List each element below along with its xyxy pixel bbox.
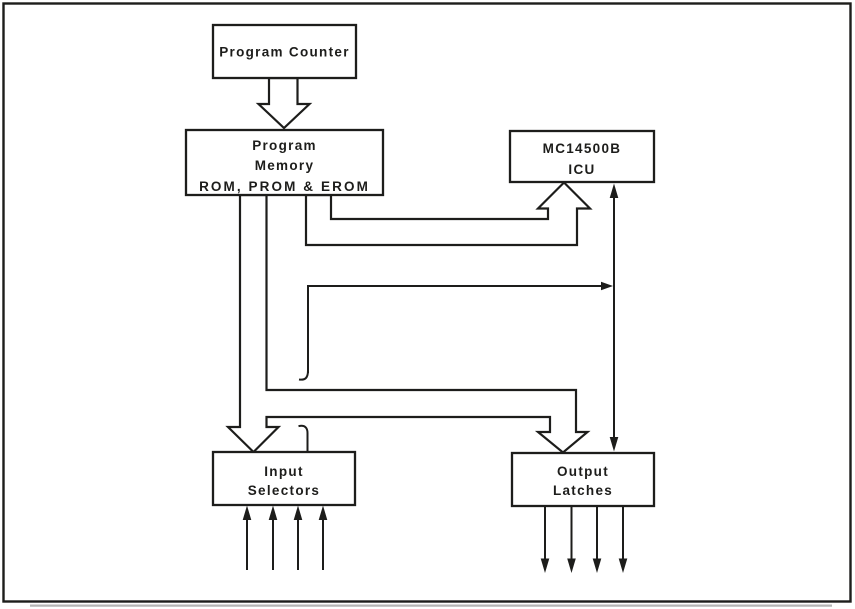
input-arrowhead — [242, 505, 252, 520]
crossover-hop-upper — [298, 370, 309, 381]
arrowhead-into-icu — [609, 183, 619, 198]
arrowhead-input-selectors-to-icu — [601, 281, 613, 291]
node-output-latches: Output Latches — [510, 451, 656, 508]
external-input-arrows — [242, 505, 328, 570]
program-memory-label-line3: ROM, PROM & EROM — [199, 179, 370, 194]
output-latches-box — [510, 451, 656, 508]
input-selectors-label-line1: Input — [264, 464, 304, 479]
program-memory-label-line1: Program — [252, 138, 317, 153]
node-program-memory: Program Memory ROM, PROM & EROM — [184, 128, 385, 197]
arrowhead-into-output-latches — [609, 437, 619, 452]
icu-label-line2: ICU — [568, 162, 595, 177]
bus-program-memory-to-input-selectors-and-output-latches — [225, 193, 591, 454]
node-program-counter: Program Counter — [211, 23, 358, 80]
input-selectors-label-line2: Selectors — [248, 483, 320, 498]
program-counter-label: Program Counter — [219, 45, 350, 60]
input-selectors-box — [211, 450, 357, 507]
output-arrowhead — [618, 558, 628, 573]
bus-program-memory-to-icu — [304, 180, 593, 247]
node-input-selectors: Input Selectors — [211, 450, 357, 507]
program-memory-box — [184, 128, 385, 197]
input-arrowhead — [268, 505, 278, 520]
program-memory-label-line2: Memory — [255, 158, 315, 173]
input-arrowhead — [318, 505, 328, 520]
bus-pc-to-program-memory — [255, 76, 313, 130]
external-output-arrows — [540, 507, 628, 573]
output-arrowhead — [540, 558, 550, 573]
crossover-hop-lower — [298, 424, 309, 453]
wire-input-selectors-to-icu — [307, 285, 601, 373]
output-latches-label-line2: Latches — [553, 483, 613, 498]
icu-label-line1: MC14500B — [543, 141, 622, 156]
output-arrowhead — [592, 558, 602, 573]
output-latches-label-line1: Output — [557, 464, 609, 479]
output-arrowhead — [567, 558, 576, 573]
program-counter-box — [211, 23, 358, 80]
node-icu: MC14500B ICU — [508, 129, 656, 184]
input-arrowhead — [293, 505, 303, 520]
icu-box — [508, 129, 656, 184]
